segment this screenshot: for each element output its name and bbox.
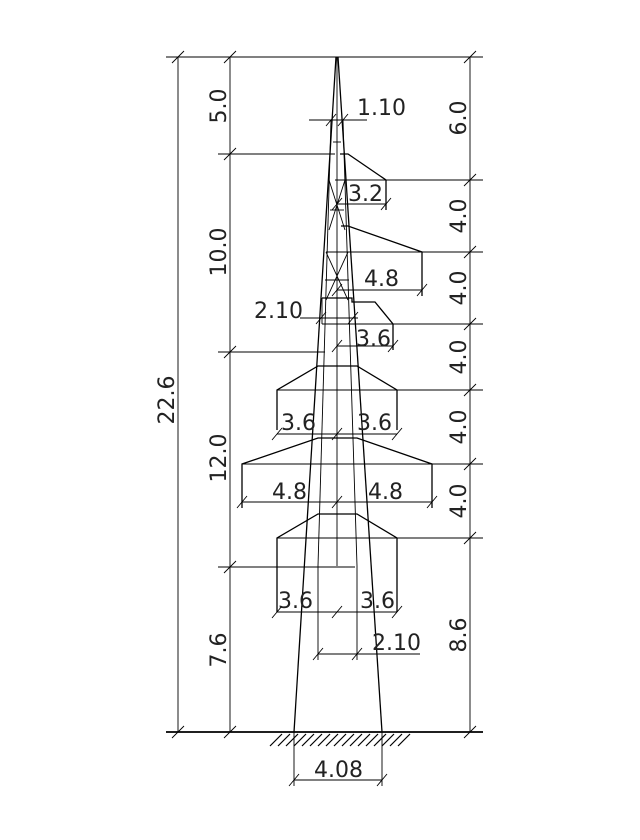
dim-right-7: 8.6 — [447, 618, 472, 653]
dim-arm1-right: 3.2 — [348, 182, 383, 207]
dim-arm4-left: 3.6 — [281, 411, 316, 436]
dim-arm4-right: 3.6 — [357, 411, 392, 436]
crossarm-2 — [326, 225, 423, 296]
waist-lower-dim — [312, 566, 420, 661]
base-width-dim — [288, 732, 388, 787]
dim-right-1: 6.0 — [447, 101, 472, 136]
crossarm-4 — [276, 365, 398, 430]
dim-left-upper: 10.0 — [207, 228, 232, 277]
dim-arm5-left: 4.8 — [272, 480, 307, 505]
extension-lines — [166, 56, 483, 568]
tower-right-leg — [337, 56, 383, 733]
arm2-dim — [331, 283, 428, 297]
dim-left-top: 5.0 — [207, 89, 232, 124]
dim-arm6-left: 3.6 — [278, 589, 313, 614]
dim-total-height: 22.6 — [155, 376, 180, 425]
arm3-dim — [331, 339, 399, 353]
dim-right-2: 4.0 — [447, 199, 472, 234]
dim-arm3-right: 3.6 — [356, 327, 391, 352]
dim-arm6-right: 3.6 — [360, 589, 395, 614]
crossarm-5 — [241, 437, 433, 508]
arm1-dim — [331, 197, 392, 211]
arm4-dim — [271, 427, 403, 441]
tower-body — [293, 56, 383, 733]
waist-upper-dim — [300, 311, 359, 325]
dim-left-bottom: 7.6 — [207, 633, 232, 668]
arm5-dim — [236, 495, 438, 509]
right-dimension — [463, 50, 477, 739]
left-inner-dimension — [223, 50, 237, 739]
dim-right-4: 4.0 — [447, 340, 472, 375]
dim-left-middle: 12.0 — [207, 434, 232, 483]
dim-arm2-right: 4.8 — [364, 267, 399, 292]
dim-right-5: 4.0 — [447, 410, 472, 445]
dim-right-6: 4.0 — [447, 484, 472, 519]
tower-left-leg — [293, 56, 337, 733]
crossarm-6 — [276, 513, 398, 612]
dim-top-width: 1.10 — [357, 96, 406, 121]
dim-waist-lower: 2.10 — [372, 631, 421, 656]
crossarm-1 — [335, 153, 387, 210]
top-width-dim — [309, 113, 367, 127]
dim-right-3: 4.0 — [447, 271, 472, 306]
dim-arm5-right: 4.8 — [368, 480, 403, 505]
ground-line — [166, 731, 483, 747]
dim-waist-upper: 2.10 — [254, 299, 303, 324]
crossarm-3 — [321, 297, 394, 350]
arm6-dim — [271, 605, 403, 619]
dim-base-width: 4.08 — [314, 758, 363, 783]
